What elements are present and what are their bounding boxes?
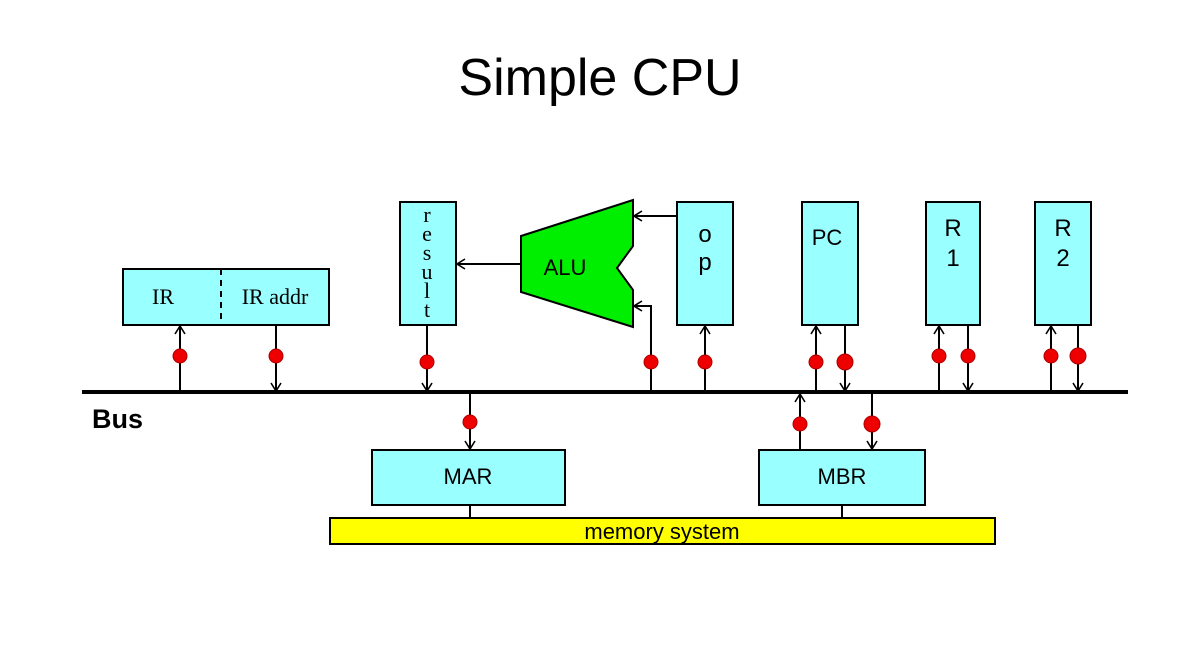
gate-dot-mbr-out (792, 416, 808, 432)
gate-dot-mar-in (462, 414, 478, 430)
gate-dot-r1-in (931, 348, 947, 364)
bus-to-alu-wire (632, 300, 652, 392)
gate-dot-r2-out (1069, 347, 1087, 365)
control-gates (172, 347, 1087, 433)
result-letter-e: e (422, 221, 432, 246)
result-letter-t: t (424, 297, 430, 322)
r1-letter-r: R (944, 215, 961, 242)
gate-dot-r1-out (960, 348, 976, 364)
ir-label: IR (152, 284, 174, 309)
alu-unit: ALU (520, 198, 634, 329)
gate-dot-ir-in (172, 348, 188, 364)
result-letter-r: r (423, 202, 431, 227)
memory-system: memory system (329, 505, 996, 545)
mbr-register: MBR (758, 449, 926, 506)
gate-dot-alu-in (643, 354, 659, 370)
ir-register: IR IR addr (122, 268, 330, 326)
memory-label: memory system (584, 519, 739, 544)
result-letter-s: s (423, 240, 432, 265)
mbr-label: MBR (818, 464, 867, 489)
pc-register: PC (801, 201, 859, 326)
gate-dot-ir-addr-out (268, 348, 284, 364)
result-letter-u: u (422, 259, 433, 284)
mar-register: MAR (371, 449, 566, 506)
op-letter-p: p (698, 249, 711, 276)
gate-dot-mbr-in (863, 415, 881, 433)
ir-addr-label: IR addr (242, 284, 309, 309)
r1-register: R 1 (925, 201, 981, 326)
op-letter-o: o (698, 221, 711, 248)
page-title: Simple CPU (458, 49, 741, 107)
gate-dot-op-in (697, 354, 713, 370)
alu-label: ALU (544, 255, 587, 280)
r2-letter-2: 2 (1056, 245, 1069, 272)
gate-dot-pc-in (808, 354, 824, 370)
result-letter-l: l (424, 278, 430, 303)
gate-dot-r2-in (1043, 348, 1059, 364)
op-register: o p (676, 201, 734, 326)
gate-dot-result-out (419, 354, 435, 370)
pc-label: PC (812, 225, 843, 250)
bus-label: Bus (92, 404, 143, 434)
r2-letter-r: R (1054, 215, 1071, 242)
gate-dot-pc-out (836, 353, 854, 371)
r2-register: R 2 (1034, 201, 1092, 326)
r1-letter-1: 1 (946, 245, 959, 272)
result-register: r e s u l t (399, 201, 457, 326)
mar-label: MAR (444, 464, 493, 489)
